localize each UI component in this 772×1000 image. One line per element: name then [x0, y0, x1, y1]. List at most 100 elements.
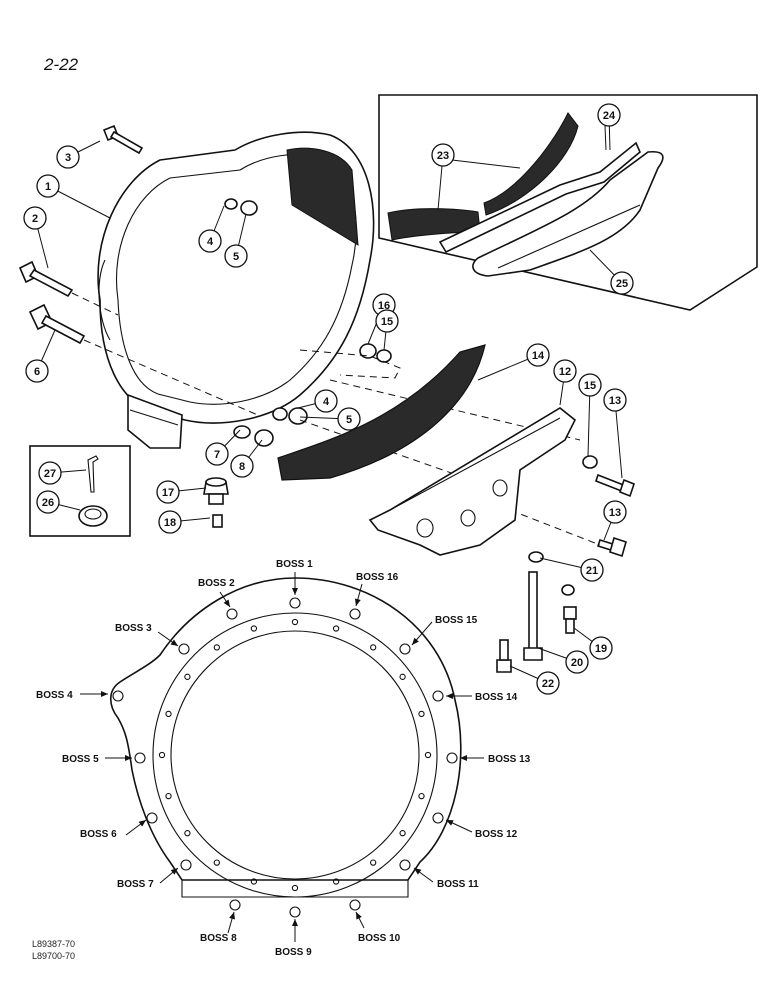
arrow-head	[292, 919, 298, 926]
boss-hole	[446, 752, 458, 764]
alignment-lines	[71, 292, 601, 546]
gasket-strip	[277, 344, 486, 481]
boss-label: BOSS 9	[275, 947, 312, 958]
bolt-hole	[418, 710, 425, 718]
callout-circle	[156, 480, 180, 504]
callout-6: 6	[25, 359, 49, 383]
callout-number: 12	[559, 366, 571, 378]
callout-leader	[604, 125, 607, 151]
hardware-group	[18, 124, 635, 673]
callout-circle	[224, 244, 248, 268]
callout-circle	[580, 558, 604, 582]
callout-circle	[158, 510, 182, 534]
page-number: 2-22	[44, 55, 79, 74]
bolt-hole	[158, 751, 166, 759]
boss-label: BOSS 14	[475, 692, 518, 703]
boss-hole	[134, 752, 146, 764]
callout-circle	[25, 359, 49, 383]
reference-code: L89700-70	[32, 951, 76, 961]
callout-12: 12	[553, 359, 577, 383]
callout-18: 18	[158, 510, 182, 534]
callout-number: 7	[214, 449, 220, 461]
callout-circle	[337, 407, 361, 431]
arrow-head	[446, 693, 453, 699]
boss-hole	[229, 899, 241, 911]
inset-detail-box	[378, 94, 758, 311]
callout-circle	[36, 174, 60, 198]
boss-holes	[112, 597, 458, 918]
callout-leader	[614, 399, 623, 479]
boss-label: BOSS 2	[198, 578, 235, 589]
boss-label: BOSS 10	[358, 933, 401, 944]
callout-24: 24	[597, 103, 621, 127]
bolt-hole	[424, 751, 432, 759]
boss-label: BOSS 11	[437, 879, 479, 890]
callout-number: 1	[45, 181, 51, 193]
callout-number: 20	[571, 657, 583, 669]
support-bracket	[368, 407, 577, 556]
callout-13: 13	[603, 388, 627, 412]
callout-number: 16	[378, 300, 390, 312]
callout-number: 4	[323, 396, 330, 408]
callout-circle	[198, 229, 222, 253]
callout-7: 7	[205, 442, 229, 466]
callout-number: 21	[586, 565, 598, 577]
callout-leader	[587, 384, 591, 457]
bolt-hole	[213, 644, 220, 651]
callout-23: 23	[431, 143, 455, 167]
callout-22: 22	[536, 671, 560, 695]
callout-number: 5	[346, 414, 352, 426]
boss-label: BOSS 8	[200, 933, 237, 944]
arrow-head	[125, 755, 132, 761]
callout-4: 4	[314, 389, 338, 413]
callout-number: 2	[32, 213, 38, 225]
callout-circle	[589, 636, 613, 660]
boss-hole	[146, 812, 158, 824]
callout-number: 27	[44, 468, 56, 480]
boss-label: BOSS 16	[356, 572, 399, 583]
bolt-hole	[370, 859, 377, 866]
callout-1: 1	[36, 174, 60, 198]
callout-circle	[314, 389, 338, 413]
bolt-hole	[184, 830, 191, 837]
callout-number: 23	[437, 150, 449, 162]
callout-circle	[536, 671, 560, 695]
arrow-head	[356, 912, 362, 920]
callout-circle	[431, 143, 455, 167]
bolt-hole	[291, 618, 299, 626]
callout-circle	[375, 309, 399, 333]
callout-5: 5	[224, 244, 248, 268]
bolt-hole	[399, 830, 406, 837]
boss-hole	[399, 859, 411, 871]
boss-label: BOSS 13	[488, 754, 531, 765]
boss-hole	[112, 690, 124, 702]
callout-number: 17	[162, 487, 174, 499]
callout-14: 14	[526, 343, 550, 367]
boss-label: BOSS 7	[117, 879, 154, 890]
callout-15: 15	[375, 309, 399, 333]
boss-label: BOSS 12	[475, 829, 518, 840]
callout-number: 8	[239, 461, 245, 473]
callout-25: 25	[610, 271, 634, 295]
boss-hole	[289, 906, 301, 918]
bolt-hole	[399, 673, 406, 680]
callout-circle	[603, 500, 627, 524]
callout-13: 13	[603, 500, 627, 524]
callout-circle	[610, 271, 634, 295]
callout-number: 3	[65, 152, 71, 164]
bolt-hole	[250, 625, 258, 632]
callout-number: 13	[609, 507, 621, 519]
reference-code: L89387-70	[32, 939, 76, 949]
callout-number: 24	[603, 110, 616, 122]
callout-circle	[603, 388, 627, 412]
boss-label: BOSS 1	[276, 559, 313, 570]
boss-label: BOSS 6	[80, 829, 117, 840]
bolt-hole	[165, 792, 172, 800]
callout-circle	[205, 442, 229, 466]
arrow-head	[170, 639, 178, 646]
boss-hole	[349, 608, 361, 620]
boss-leaders	[80, 572, 484, 942]
